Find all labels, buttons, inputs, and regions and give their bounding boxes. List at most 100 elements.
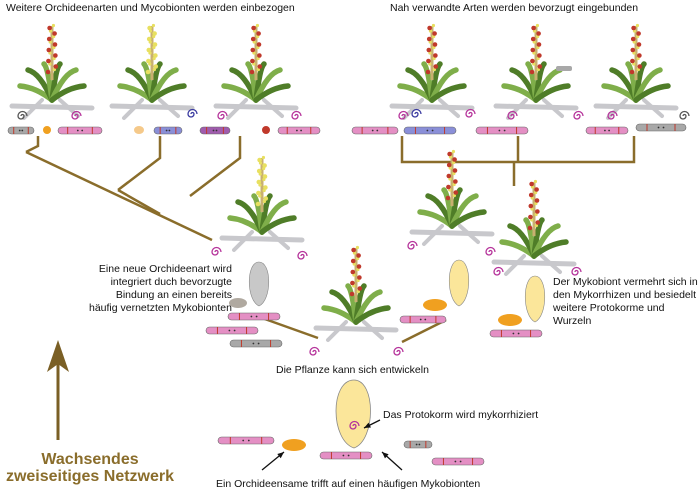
bar-tl-pink-nucleus xyxy=(76,129,79,132)
plant-top-right-1-flower-8 xyxy=(427,25,432,31)
bar-tl-pink-nucleus2 xyxy=(81,129,84,132)
plant-mid-right-1-leaf-5 xyxy=(449,209,487,229)
plant-top-right-3-flower-1 xyxy=(637,64,643,69)
plant-top-left-3-flower-6 xyxy=(250,36,256,42)
arrow-protocorm-head xyxy=(364,422,371,428)
arrow-seed xyxy=(261,451,285,471)
network-line-left-1 xyxy=(25,136,40,154)
plant-top-left-1-flower-0 xyxy=(45,69,51,75)
plant-mid-right-2-flower-7 xyxy=(534,187,539,192)
plant-center-flower-4 xyxy=(350,269,356,275)
plant-top-right-2-flower-5 xyxy=(536,42,542,47)
plant-top-right-1-flower-3 xyxy=(433,53,438,58)
plant-center-flower-8 xyxy=(351,247,356,253)
plant-mid-left-flower-1 xyxy=(263,196,269,201)
bar-ml-grey-nucleus2 xyxy=(257,342,260,345)
plant-mid-right-2-flower-3 xyxy=(535,209,540,214)
plant-mid-left-root-main xyxy=(219,235,305,243)
plant-top-left-1-flower-7 xyxy=(52,31,57,36)
network-line-left-2 xyxy=(117,136,162,191)
blob-mr-orange xyxy=(423,299,447,311)
plant-top-right-2 xyxy=(493,23,579,120)
label-growing-line2: zweiseitiges Netzwerk xyxy=(5,468,175,485)
plant-mid-right-1-flower-4 xyxy=(446,173,452,179)
bar-ml-pink-nucleus xyxy=(250,315,253,318)
bar-tl-grey-nucleus xyxy=(18,129,21,132)
bar-tr-pink2-body xyxy=(475,126,529,135)
plant-mid-right-2-bud-8 xyxy=(533,179,538,184)
plant-center-flower-5 xyxy=(356,264,362,269)
plant-mid-left-flower-3 xyxy=(263,185,268,190)
arrow-protocorm xyxy=(363,419,381,429)
spiral-tr-3 xyxy=(465,108,476,118)
label-growing-line1: Wachsendes xyxy=(41,451,139,468)
bar-tl-blue xyxy=(153,126,183,135)
bar-tl-grey-nucleus2 xyxy=(21,129,24,132)
plant-top-right-2-bud-8 xyxy=(535,23,540,28)
plant-top-left-2-root-main xyxy=(109,103,195,111)
bar-tr-grey-nucleus xyxy=(657,126,660,129)
bar-tl-grey-body xyxy=(7,126,35,135)
plant-top-left-2-flower-7 xyxy=(152,31,157,36)
bar-ml-pink2-nucleus2 xyxy=(233,329,236,332)
plant-top-left-2-root-2 xyxy=(122,98,144,120)
protocorm-grey xyxy=(249,261,269,307)
plant-mid-left-flower-2 xyxy=(256,190,261,196)
plant-top-right-3-leaf-5 xyxy=(633,83,671,103)
blob-tl-orange xyxy=(43,126,51,134)
label-protocorm-mycorrhized: Das Protokorm wird mykorrhiziert xyxy=(383,409,539,421)
plant-top-left-3-flower-2 xyxy=(250,58,255,64)
plant-top-right-2-root-main xyxy=(493,103,579,111)
spiral-tr-2 xyxy=(411,108,422,118)
bar-mr-pink xyxy=(399,315,447,324)
plant-center-root-main xyxy=(313,325,399,333)
plant-top-right-1-flower-2 xyxy=(426,58,431,64)
bar-tl-blue-nucleus xyxy=(165,129,168,132)
plant-mid-right-1-flower-3 xyxy=(453,179,458,184)
bar-ml-pink-nucleus2 xyxy=(255,315,258,318)
spiral-c-1 xyxy=(309,346,320,356)
plant-top-left-1-root-3 xyxy=(58,98,80,118)
bar-b-pink3 xyxy=(431,457,485,466)
bar-mr-pink2-nucleus2 xyxy=(517,332,520,335)
plant-mid-left-flower-6 xyxy=(256,168,262,174)
bar-tl-purple-nucleus2 xyxy=(215,129,218,132)
plant-top-right-3-root-main xyxy=(593,103,679,111)
protocorm-mr-2 xyxy=(525,275,545,323)
plant-top-left-3 xyxy=(213,23,299,120)
bar-tl-blue-nucleus2 xyxy=(168,129,171,132)
plant-top-left-1-flower-2 xyxy=(46,58,51,64)
plant-top-right-3-flower-4 xyxy=(630,47,636,53)
bar-tl-grey xyxy=(7,126,35,135)
plant-center-flower-6 xyxy=(350,258,356,264)
plant-top-left-3-flower-4 xyxy=(250,47,256,53)
plant-mid-left-leaf-5 xyxy=(259,215,297,235)
plant-top-right-1-flower-0 xyxy=(425,69,431,75)
plant-center-flower-2 xyxy=(350,280,355,286)
plant-top-left-3-root-main xyxy=(213,103,299,111)
bar-tr-pink-nucleus xyxy=(371,129,374,132)
plant-mid-left-root-3 xyxy=(268,230,290,250)
bar-tr-pink3-nucleus xyxy=(604,129,606,132)
blob-tl-red xyxy=(262,126,270,134)
plant-mid-right-2-flower-5 xyxy=(534,198,540,203)
plant-mid-right-1-flower-7 xyxy=(452,157,457,162)
plant-mid-left xyxy=(219,155,305,252)
label-plant-develops: Die Pflanze kann sich entwickeln xyxy=(276,364,429,376)
plant-mid-right-2-leaf-5 xyxy=(531,239,569,259)
plant-top-right-1-leaf-5 xyxy=(429,83,467,103)
plant-mid-left-flower-0 xyxy=(255,201,261,207)
plant-mid-left-flower-5 xyxy=(262,174,268,179)
bar-ml-pink xyxy=(227,312,281,321)
spiral-tr-4 xyxy=(507,110,518,120)
plant-top-right-1-bud-8 xyxy=(431,23,436,28)
plant-center-flower-3 xyxy=(357,275,362,280)
plant-top-left-3-leaf-5 xyxy=(253,83,291,103)
bar-b-pink-nucleus xyxy=(242,439,245,442)
bar-mr-pink-body xyxy=(399,315,447,324)
bar-tl-purple xyxy=(199,126,231,135)
plant-mid-right-2-flower-1 xyxy=(535,220,541,225)
bar-tr-small-grey xyxy=(556,66,572,71)
